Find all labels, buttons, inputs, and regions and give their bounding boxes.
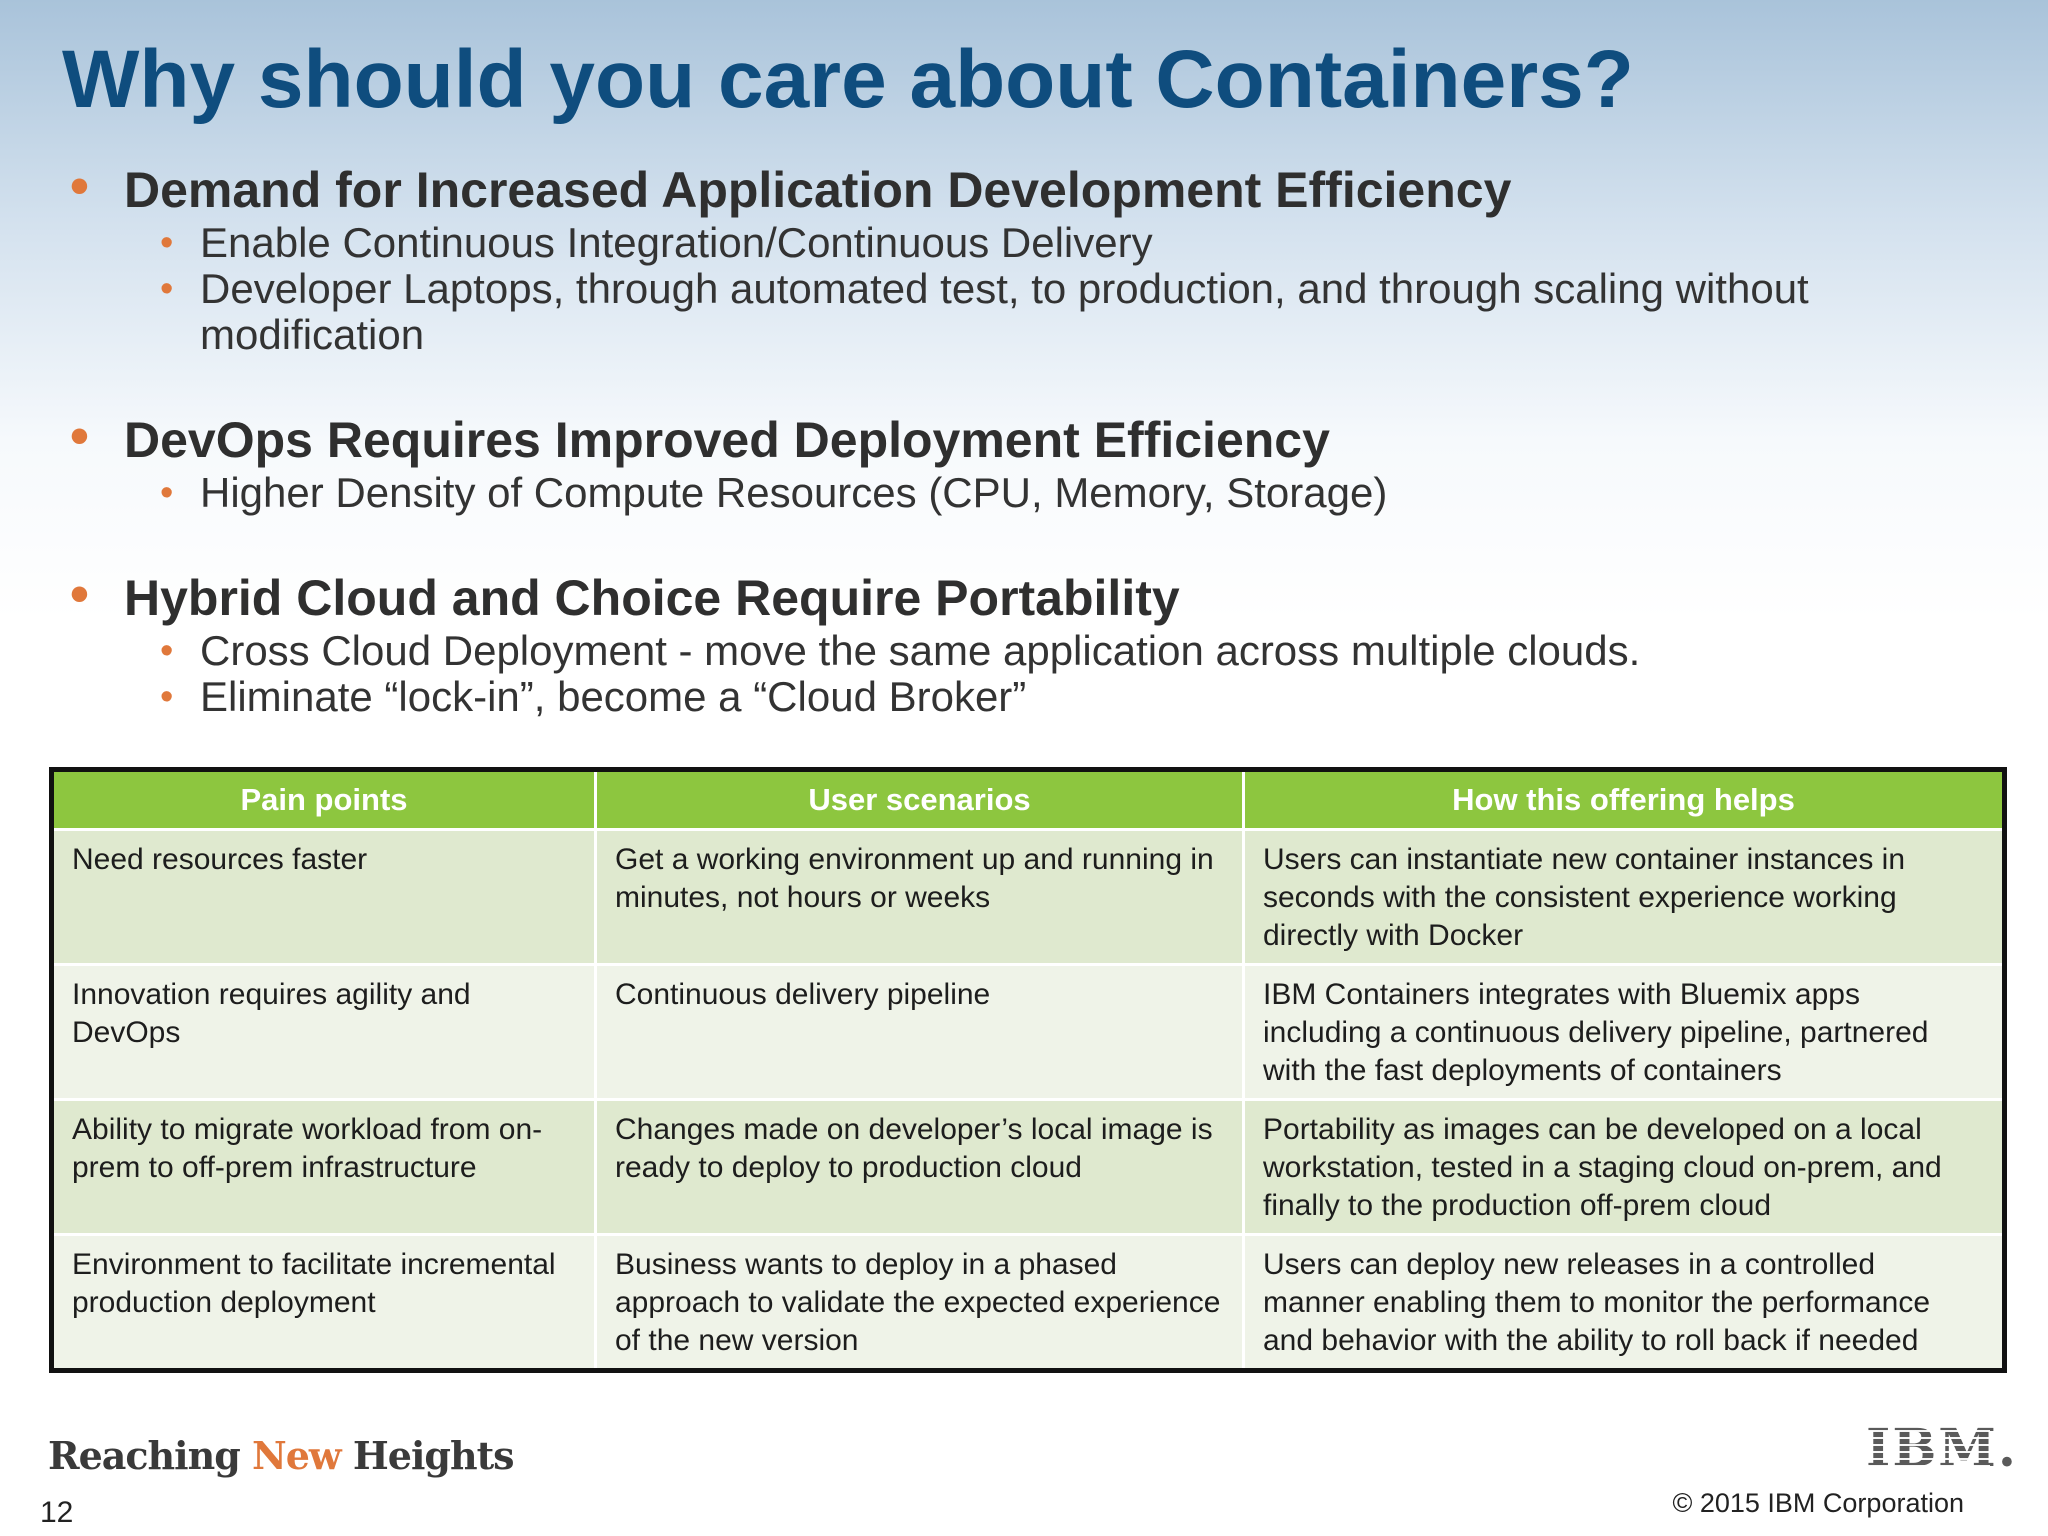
table-cell: Portability as images can be developed o… (1242, 1098, 2006, 1236)
table-row: Innovation requires agility and DevOps C… (50, 963, 2006, 1101)
tagline-text: Reaching (48, 1433, 253, 1478)
table-cell: Need resources faster (50, 828, 597, 966)
sub-bullet-text: Higher Density of Compute Resources (CPU… (200, 469, 1388, 516)
sub-bullet-text: Cross Cloud Deployment - move the same a… (200, 627, 1641, 674)
sub-bullet: • Cross Cloud Deployment - move the same… (0, 628, 2048, 674)
table-row: Ability to migrate workload from on-prem… (50, 1098, 2006, 1236)
bullet-section: • Demand for Increased Application Devel… (0, 156, 2048, 358)
bullet-dot-icon: • (70, 406, 89, 466)
bullet-dot-icon: • (160, 222, 174, 264)
sub-bullet: • Higher Density of Compute Resources (C… (0, 470, 2048, 516)
sub-bullet: • Enable Continuous Integration/Continuo… (0, 220, 2048, 266)
bullet-heading: • Hybrid Cloud and Choice Require Portab… (0, 564, 2048, 628)
table-cell: Get a working environment up and running… (594, 828, 1245, 966)
column-header-pain-points: Pain points (50, 768, 597, 831)
table-cell: Users can instantiate new container inst… (1242, 828, 2006, 966)
table-row: Environment to facilitate incremental pr… (50, 1233, 2006, 1372)
table-cell: Environment to facilitate incremental pr… (50, 1233, 597, 1372)
bullet-dot-icon: • (70, 156, 89, 216)
bullet-heading: • Demand for Increased Application Devel… (0, 156, 2048, 220)
bullet-section: • DevOps Requires Improved Deployment Ef… (0, 406, 2048, 516)
slide-title: Why should you care about Containers? (62, 34, 1634, 125)
table-cell: Users can deploy new releases in a contr… (1242, 1233, 2006, 1372)
sub-bullet: • Developer Laptops, through automated t… (0, 266, 2048, 358)
column-header-user-scenarios: User scenarios (594, 768, 1245, 831)
table-row: Need resources faster Get a working envi… (50, 828, 2006, 966)
bullet-heading-text: Demand for Increased Application Develop… (124, 162, 1512, 218)
pain-points-table: Pain points User scenarios How this offe… (49, 767, 2007, 1373)
table-cell: IBM Containers integrates with Bluemix a… (1242, 963, 2006, 1101)
sub-bullet: • Eliminate “lock-in”, become a “Cloud B… (0, 674, 2048, 720)
tagline-accent-text: New (252, 1433, 342, 1478)
table-cell: Changes made on developer’s local image … (594, 1098, 1245, 1236)
copyright-notice: © 2015 IBM Corporation (1672, 1488, 1964, 1518)
bullet-dot-icon: • (160, 268, 174, 310)
table-cell: Continuous delivery pipeline (594, 963, 1245, 1101)
bullet-list: • Demand for Increased Application Devel… (0, 156, 2048, 720)
table-cell: Ability to migrate workload from on-prem… (50, 1098, 597, 1236)
sub-bullet-text: Enable Continuous Integration/Continuous… (200, 219, 1153, 266)
tagline-logo: Reaching New Heights (48, 1433, 515, 1478)
bullet-heading-text: DevOps Requires Improved Deployment Effi… (124, 412, 1330, 468)
tagline-text: Heights (340, 1433, 515, 1478)
sub-bullet-text: Developer Laptops, through automated tes… (200, 265, 1809, 358)
bullet-section: • Hybrid Cloud and Choice Require Portab… (0, 564, 2048, 720)
column-header-offering-helps: How this offering helps (1242, 768, 2006, 831)
sub-bullet-text: Eliminate “lock-in”, become a “Cloud Bro… (200, 673, 1027, 720)
bullet-dot-icon: • (160, 630, 174, 672)
table-cell: Innovation requires agility and DevOps (50, 963, 597, 1101)
bullet-dot-icon: • (160, 676, 174, 718)
table-header-row: Pain points User scenarios How this offe… (50, 768, 2006, 831)
page-number: 12 (40, 1496, 74, 1529)
table-cell: Business wants to deploy in a phased app… (594, 1233, 1245, 1372)
bullet-heading: • DevOps Requires Improved Deployment Ef… (0, 406, 2048, 470)
bullet-heading-text: Hybrid Cloud and Choice Require Portabil… (124, 570, 1180, 626)
bullet-dot-icon: • (160, 472, 174, 514)
ibm-logo-icon: IBM. (1866, 1418, 2018, 1479)
bullet-dot-icon: • (70, 564, 89, 624)
